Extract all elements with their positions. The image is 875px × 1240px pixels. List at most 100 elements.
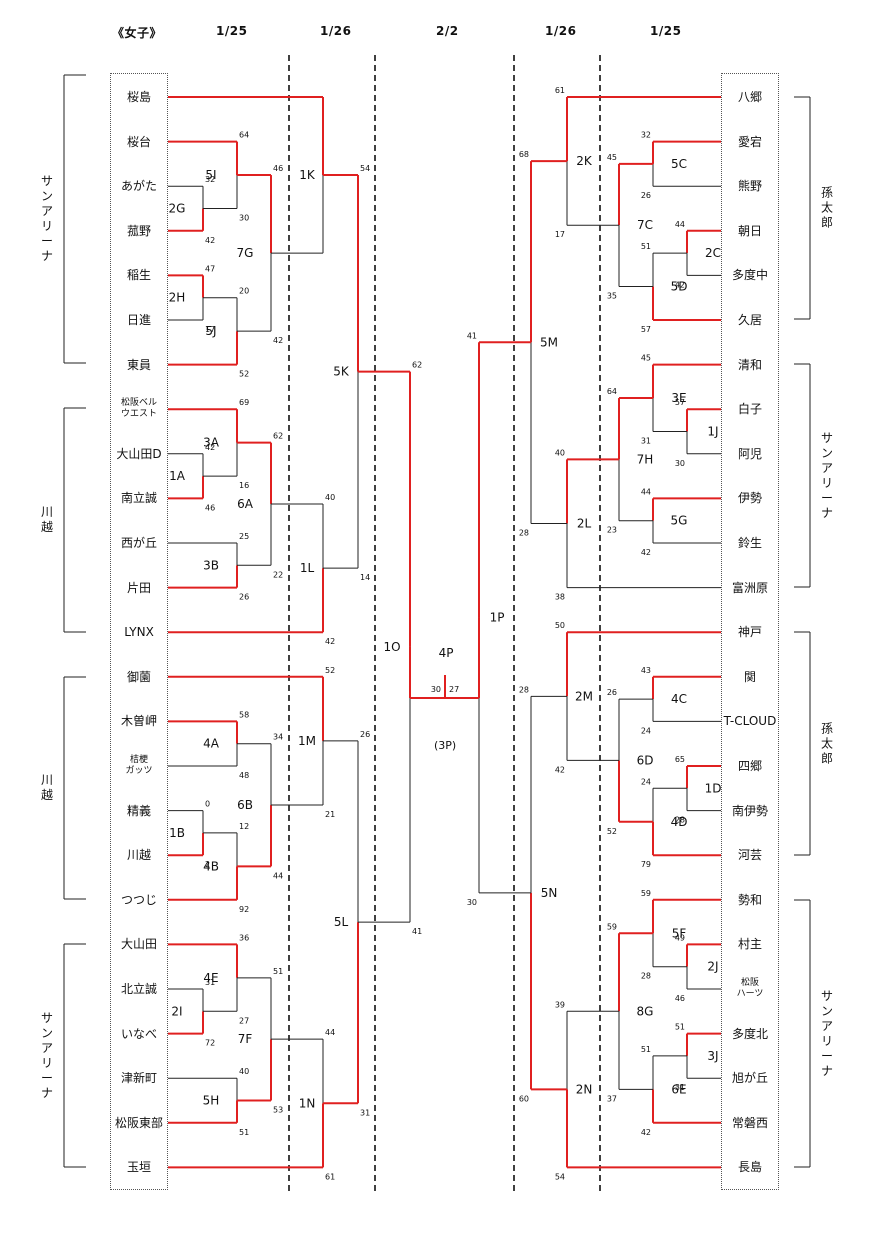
date-header-4: 1/26 [545, 24, 577, 38]
left-team-7: 東員 [126, 357, 151, 372]
right-team-14: 関 [743, 669, 756, 684]
score-5I-top: 64 [239, 131, 249, 140]
score-5H-bottom: 51 [239, 1128, 249, 1137]
score-2L-bottom: 38 [555, 593, 565, 602]
right-team-23: 旭が丘 [731, 1071, 768, 1086]
score-3J-bottom: 31 [675, 1083, 685, 1092]
score-5G-top: 44 [641, 487, 651, 496]
score-3J-top: 51 [675, 1023, 685, 1032]
left-team-20: 大山田 [120, 937, 157, 952]
score-2K-top: 61 [555, 86, 565, 95]
score-1P-top: 41 [467, 331, 477, 340]
right-team-15: T-CLOUD [723, 714, 777, 729]
score-2H-top: 47 [205, 264, 215, 273]
match-label-5N: 5N [541, 886, 558, 900]
score-5D-top: 51 [641, 242, 651, 251]
right-team-10: 伊勢 [737, 491, 762, 506]
right-team-1: 八郷 [737, 90, 762, 104]
match-label-4P-final: 4P [439, 646, 454, 660]
right-team-17: 南伊勢 [731, 803, 768, 818]
third-place-label: (3P) [434, 739, 457, 752]
score-5C-top: 32 [641, 131, 651, 140]
score-4P-left: 30 [431, 685, 441, 694]
score-2G-top: 32 [205, 175, 215, 184]
match-label-4B: 4B [203, 859, 219, 873]
score-2N-top: 39 [555, 1000, 565, 1009]
match-label-8G: 8G [637, 1004, 654, 1018]
score-5H-top: 40 [239, 1067, 249, 1076]
right-team-19: 勢和 [737, 892, 762, 907]
score-2M-bottom: 42 [555, 765, 565, 774]
left-team-24: 松阪東部 [114, 1115, 163, 1130]
score-4B-top: 12 [239, 822, 249, 831]
match-label-1K: 1K [299, 168, 316, 182]
left-team-17: 精義 [126, 803, 151, 818]
date-header-1: 1/25 [216, 24, 248, 38]
match-label-5L: 5L [334, 915, 349, 929]
score-7G-bottom: 42 [273, 336, 283, 345]
venue-label-5: 孫 太 郎 [820, 185, 833, 230]
left-team-9: 大山田D [116, 446, 162, 461]
match-label-1N: 1N [299, 1096, 316, 1110]
score-8G-top: 59 [607, 922, 617, 931]
match-label-1A: 1A [169, 469, 186, 483]
right-team-12: 富洲原 [731, 580, 768, 595]
score-7C-top: 45 [607, 153, 617, 162]
date-header-2: 1/26 [320, 24, 352, 38]
date-header-5: 1/25 [650, 24, 682, 38]
score-1J-bottom: 30 [675, 459, 685, 468]
score-1D-bottom: 28 [675, 816, 685, 825]
score-4E-top: 36 [239, 933, 249, 942]
venue-label-6: サ ン ア リ ー ナ [820, 430, 833, 520]
match-label-1P: 1P [490, 611, 505, 625]
match-label-1D: 1D [705, 781, 722, 795]
score-5N-top: 28 [519, 685, 529, 694]
right-team-18: 河芸 [737, 848, 762, 863]
score-7H-bottom: 23 [607, 526, 617, 535]
score-2C-top: 44 [675, 220, 685, 229]
left-team-22: いなべ [120, 1026, 157, 1041]
right-team-3: 熊野 [737, 179, 762, 194]
score-7G-top: 46 [273, 164, 283, 173]
score-1M-bottom: 21 [325, 810, 335, 819]
score-4C-top: 43 [641, 666, 651, 675]
left-team-12: 片田 [126, 580, 151, 595]
left-team-23: 津新町 [120, 1071, 157, 1086]
score-3B-top: 25 [239, 532, 249, 541]
score-5L-bottom: 31 [360, 1108, 370, 1117]
left-team-8: 松阪ベル ウエスト [120, 398, 157, 420]
score-5F-bottom: 28 [641, 972, 651, 981]
match-label-5J: 5J [205, 324, 216, 338]
score-6D-bottom: 52 [607, 827, 617, 836]
score-6E-bottom: 42 [641, 1128, 651, 1137]
match-label-3A: 3A [203, 436, 220, 450]
match-label-2J: 2J [707, 960, 718, 974]
left-team-13: LYNX [124, 625, 154, 640]
score-1J-top: 57 [675, 398, 685, 407]
score-5I-bottom: 30 [239, 214, 249, 223]
score-1A-bottom: 46 [205, 503, 215, 512]
match-label-2I: 2I [171, 1004, 182, 1018]
score-5C-bottom: 26 [641, 191, 651, 200]
score-3E-top: 45 [641, 354, 651, 363]
score-6A-bottom: 22 [273, 570, 283, 579]
score-5M-top: 68 [519, 150, 529, 159]
score-1B-bottom: 2 [205, 860, 210, 869]
match-label-2N: 2N [576, 1082, 593, 1096]
score-8G-bottom: 37 [607, 1094, 617, 1103]
score-2J-top: 49 [675, 933, 685, 942]
match-label-5M: 5M [540, 335, 558, 349]
right-team-8: 白子 [737, 402, 762, 417]
match-label-6A: 6A [237, 497, 254, 511]
match-label-1J: 1J [707, 425, 718, 439]
match-label-2C: 2C [705, 246, 721, 260]
score-1B-top: 0 [205, 800, 210, 809]
score-2G-bottom: 42 [205, 236, 215, 245]
match-label-1L: 1L [300, 561, 315, 575]
score-3B-bottom: 26 [239, 593, 249, 602]
left-team-6: 日進 [126, 313, 151, 327]
match-label-1B: 1B [169, 826, 185, 840]
score-1N-bottom: 61 [325, 1172, 335, 1181]
venue-label-3: 川 越 [40, 773, 53, 802]
